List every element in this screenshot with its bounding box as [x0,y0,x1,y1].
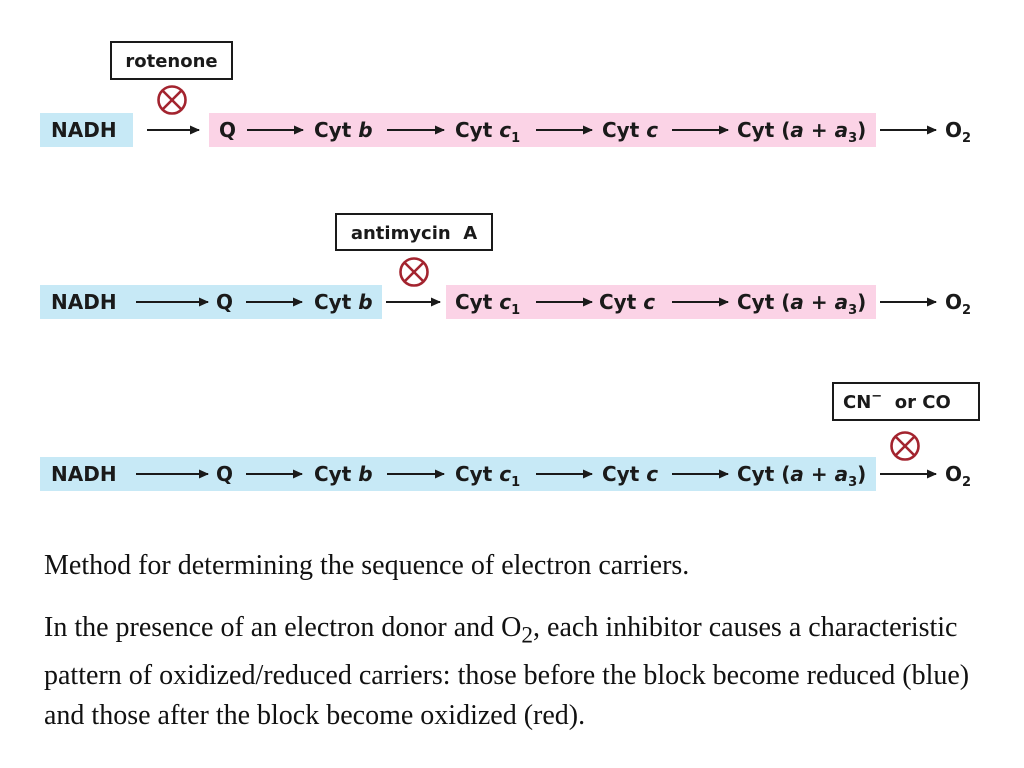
caption-title: Method for determining the sequence of e… [44,550,690,581]
carrier-cyt-c: Cyt c [599,290,655,314]
carrier-cyt-c: Cyt c [602,462,658,486]
reduced-region [40,285,382,319]
carrier-nadh: NADH [51,462,117,486]
inhibitor-label: CN− or CO [843,389,951,413]
carrier-cyt-c: Cyt c [602,118,658,142]
caption-body: In the presence of an electron donor and… [44,608,994,736]
caption-body-part: , each inhibitor causes a characteristic… [44,612,970,731]
carrier-cyt-aa3: Cyt (a + a3) [737,290,866,318]
carrier-o2: O2 [945,290,971,318]
caption-body-part: In the presence of an electron donor and… [44,612,522,643]
carrier-q: Q [216,462,233,486]
inhibition-icon [157,85,187,115]
inhibitor-label-box [832,382,980,421]
carrier-cyt-b: Cyt b [314,290,373,314]
row-cyanide: CN− or CO NADH Q Cyt b Cyt c1 Cyt c Cyt … [40,382,980,491]
carrier-q: Q [219,118,236,142]
inhibition-icon [890,431,920,461]
reduced-region [40,113,133,147]
carrier-cyt-c1: Cyt c1 [455,462,520,490]
inhibitor-label-box [335,213,493,251]
carrier-cyt-c1: Cyt c1 [455,118,520,146]
electron-carrier-diagram: rotenone NADH Q Cyt b Cyt c1 Cyt c Cyt (… [40,41,980,491]
inhibitor-label: rotenone [125,51,217,72]
oxidized-region [446,285,876,319]
carrier-cyt-aa3: Cyt (a + a3) [737,462,866,490]
carrier-cyt-b: Cyt b [314,118,373,142]
carrier-nadh: NADH [51,290,117,314]
inhibition-icon [399,257,429,287]
inhibitor-label-box [110,41,233,80]
carrier-nadh: NADH [51,118,117,142]
inhibitor-label: antimycin A [351,223,477,244]
row-antimycin: antimycin A NADH Q Cyt b Cyt c1 Cyt c Cy… [40,213,971,319]
carrier-o2: O2 [945,118,971,146]
carrier-cyt-aa3: Cyt (a + a3) [737,118,866,146]
carrier-cyt-c1: Cyt c1 [455,290,520,318]
caption-subscript: 2 [521,622,534,649]
carrier-cyt-b: Cyt b [314,462,373,486]
carrier-q: Q [216,290,233,314]
row-rotenone: rotenone NADH Q Cyt b Cyt c1 Cyt c Cyt (… [40,41,971,147]
carrier-o2: O2 [945,462,971,490]
